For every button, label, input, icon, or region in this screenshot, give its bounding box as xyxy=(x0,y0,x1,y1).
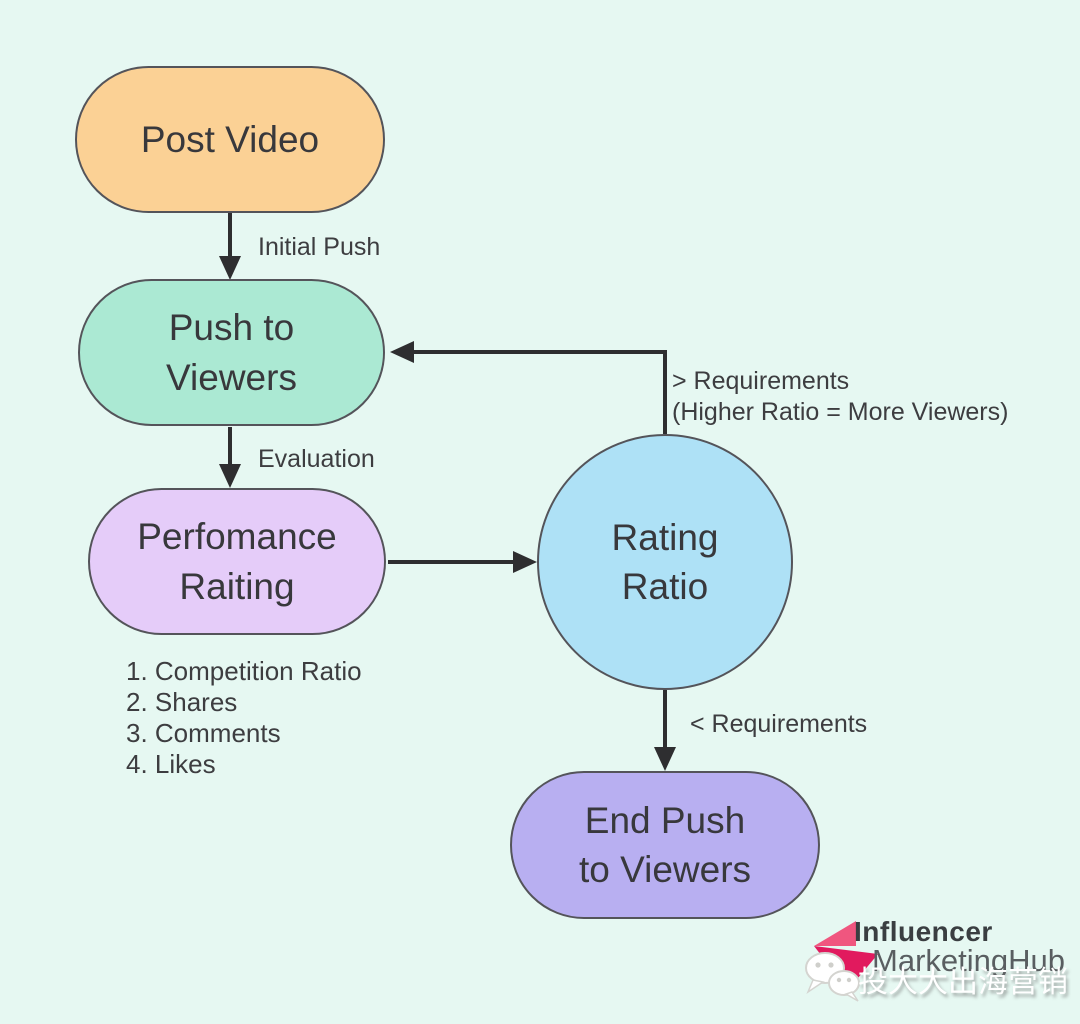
watermark-text: 投大大出海营销 xyxy=(858,966,1068,999)
edge-initial-push-arrow xyxy=(219,213,241,280)
edge-label-evaluation: Evaluation xyxy=(258,445,375,473)
criteria-item: 1. Competition Ratio xyxy=(126,656,362,686)
edge-feedback-loop-arrow xyxy=(390,341,667,434)
edge-label-initial-push: Initial Push xyxy=(258,233,381,261)
wechat-icon xyxy=(805,952,860,1002)
node-post-video: Post Video xyxy=(75,66,385,213)
node-push-to-viewers: Push to Viewers xyxy=(78,279,385,426)
criteria-item: 3. Comments xyxy=(126,718,281,748)
node-end-push-to-viewers: End Push to Viewers xyxy=(510,771,820,919)
node-rating-ratio: Rating Ratio xyxy=(537,434,793,690)
logo-text-marketinghub: MarketingHub xyxy=(872,943,1065,978)
edge-evaluation-arrow xyxy=(219,427,241,488)
performance-criteria-list: 1. Competition Ratio 2. Shares 3. Commen… xyxy=(126,656,362,780)
edge-to-end-push-arrow xyxy=(654,690,676,771)
criteria-item: 4. Likes xyxy=(126,749,216,779)
edge-label-greater-than-requirements: > Requirements (Higher Ratio = More View… xyxy=(672,367,1009,426)
logo-text-influencer: Influencer xyxy=(854,916,993,947)
criteria-item: 2. Shares xyxy=(126,687,238,717)
node-performance-rating: Perfomance Raiting xyxy=(88,488,386,635)
edge-performance-to-ratio-arrow xyxy=(388,551,537,573)
edge-label-less-than-requirements: < Requirements xyxy=(690,710,868,738)
